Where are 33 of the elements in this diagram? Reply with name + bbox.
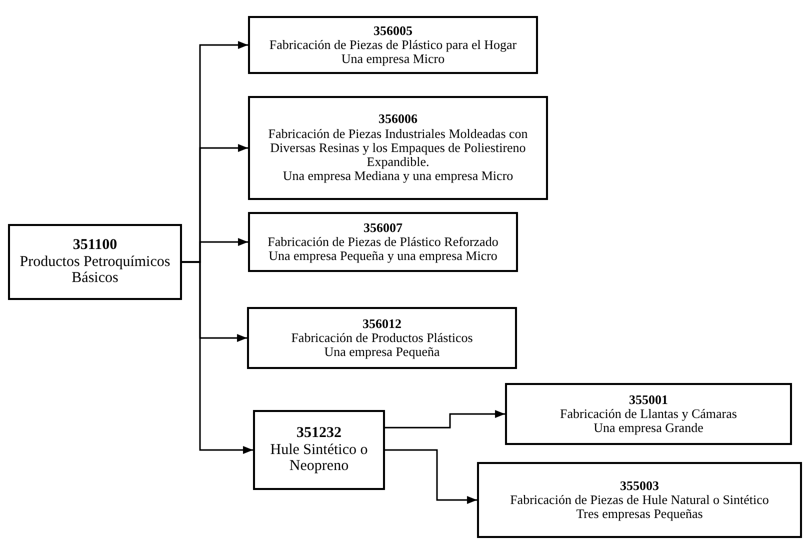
description-text: Fabricación de Piezas Industriales Moldeadas con Diversas Resinas y los Empaques de Poliestireno Expandible. xyxy=(267,126,529,170)
description-text: Una empresa Pequeña y una empresa Micro xyxy=(268,249,498,264)
connector-arrow xyxy=(385,410,505,428)
description-text: Fabricación de Piezas de Plástico para el Hogar xyxy=(269,38,517,52)
code-number: 356012 xyxy=(362,316,402,331)
code-number: 355003 xyxy=(620,478,659,493)
code-number: 351232 xyxy=(296,425,342,442)
description-text: Una empresa Pequeña xyxy=(324,345,440,360)
description-text: Fabricación de Llantas y Cámaras xyxy=(560,406,737,422)
description-text: Fabricación de Piezas de Plástico Reforzado xyxy=(268,234,498,250)
process-box xyxy=(248,212,518,272)
connector-arrow xyxy=(385,449,477,504)
code-number: 356005 xyxy=(374,24,412,38)
process-box xyxy=(248,16,538,74)
description-text: Tres empresas Pequeñas xyxy=(576,507,703,522)
code-number: 355001 xyxy=(629,392,668,407)
description-text: Una empresa Mediana y una empresa Micro xyxy=(282,169,514,184)
description-text: Productos Petroquímicos Básicos xyxy=(18,254,172,287)
description-text: Una empresa Grande xyxy=(594,421,704,436)
process-box xyxy=(247,307,517,369)
description-text: Hule Sintético o Neopreno xyxy=(269,442,369,475)
process-box xyxy=(505,383,792,445)
code-number: 356007 xyxy=(364,220,402,235)
description-text: Fabricación de Piezas de Hule Natural o Sintético xyxy=(510,492,769,508)
process-box xyxy=(8,224,182,300)
description-text: Fabricación de Productos Plásticos xyxy=(291,330,473,346)
process-box xyxy=(477,462,802,538)
description-text: Una empresa Micro xyxy=(341,52,445,66)
process-box xyxy=(248,96,548,200)
connector-arrow xyxy=(182,261,253,454)
process-box xyxy=(253,410,385,490)
code-number: 351100 xyxy=(72,237,118,254)
code-number: 356006 xyxy=(378,112,418,127)
